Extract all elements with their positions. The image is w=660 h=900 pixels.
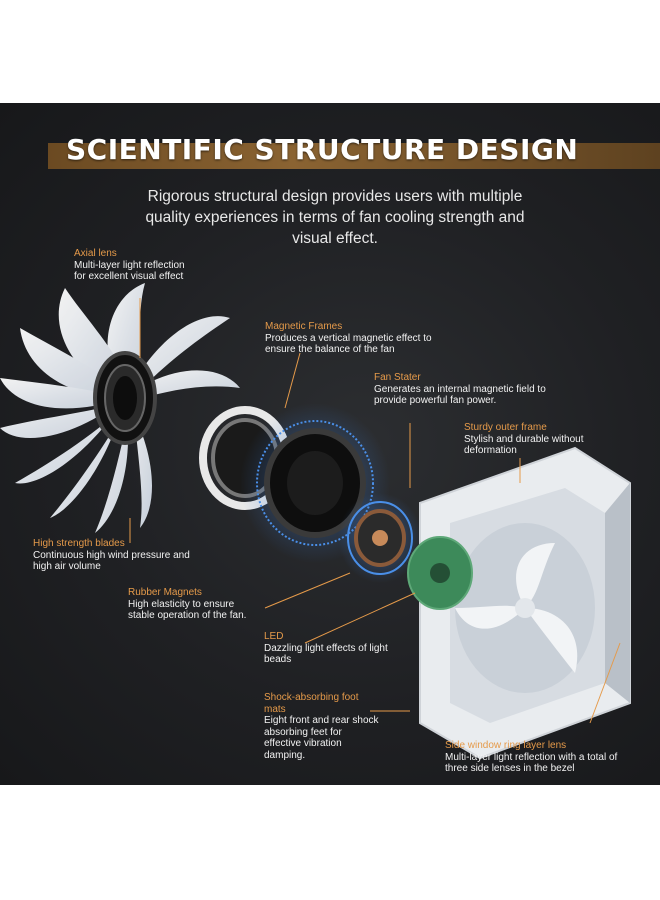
leader-lines: [129, 298, 621, 724]
page-title: SCIENTIFIC STRUCTURE DESIGN: [66, 133, 579, 166]
annotation-body: Continuous high wind pressure and high a…: [33, 549, 190, 573]
annotation-title: LED: [264, 631, 284, 642]
annotation-body: Produces a vertical magnetic effect to e…: [265, 332, 432, 356]
annotation-high-strength-blades: High strength blades Continuous high win…: [33, 538, 193, 573]
annotation-led: LED Dazzling light effects of light bead…: [264, 631, 394, 666]
annotation-body: Eight front and rear shock absorbing fee…: [264, 715, 379, 761]
annotation-body: Multi-layer light reflection with a tota…: [445, 751, 618, 775]
annotation-body: Generates an internal magnetic field to …: [374, 383, 546, 407]
annotation-rubber-magnets: Rubber Magnets High elasticity to ensure…: [128, 587, 258, 622]
fan-blades: [0, 283, 240, 533]
annotation-magnetic-frames: Magnetic Frames Produces a vertical magn…: [265, 321, 450, 356]
annotation-title: Axial lens: [74, 248, 117, 259]
annotation-fan-stater: Fan Stater Generates an internal magneti…: [374, 372, 554, 407]
annotation-body: Multi-layer light reflection for excelle…: [74, 259, 185, 283]
outer-frame: [419, 446, 631, 760]
exploded-fan-illustration: [0, 283, 631, 760]
led-board: [407, 536, 473, 610]
annotation-title: Fan Stater: [374, 372, 421, 383]
annotation-title: Shock-absorbing foot mats: [264, 692, 359, 715]
annotation-title: Sturdy outer frame: [464, 422, 547, 433]
page-subtitle: Rigorous structural design provides user…: [145, 188, 525, 247]
annotation-body: High elasticity to ensure stable operati…: [128, 598, 247, 622]
annotation-sturdy-outer-frame: Sturdy outer frame Stylish and durable w…: [464, 422, 584, 457]
annotation-body: Stylish and durable without deformation: [464, 433, 584, 457]
annotation-body: Dazzling light effects of light beads: [264, 642, 388, 666]
annotation-title: Magnetic Frames: [265, 321, 343, 332]
fan-stator: [338, 493, 422, 583]
annotation-axial-lens: Axial lens Multi-layer light reflection …: [74, 248, 194, 283]
annotation-title: High strength blades: [33, 538, 125, 549]
annotation-shock-absorbing: Shock-absorbing foot mats Eight front an…: [264, 692, 379, 761]
annotation-side-window: Side window ring layer lens Multi-layer …: [445, 740, 640, 775]
annotation-title: Side window ring layer lens: [445, 740, 567, 751]
annotation-title: Rubber Magnets: [128, 587, 202, 598]
title-underline-bar: [48, 143, 660, 169]
